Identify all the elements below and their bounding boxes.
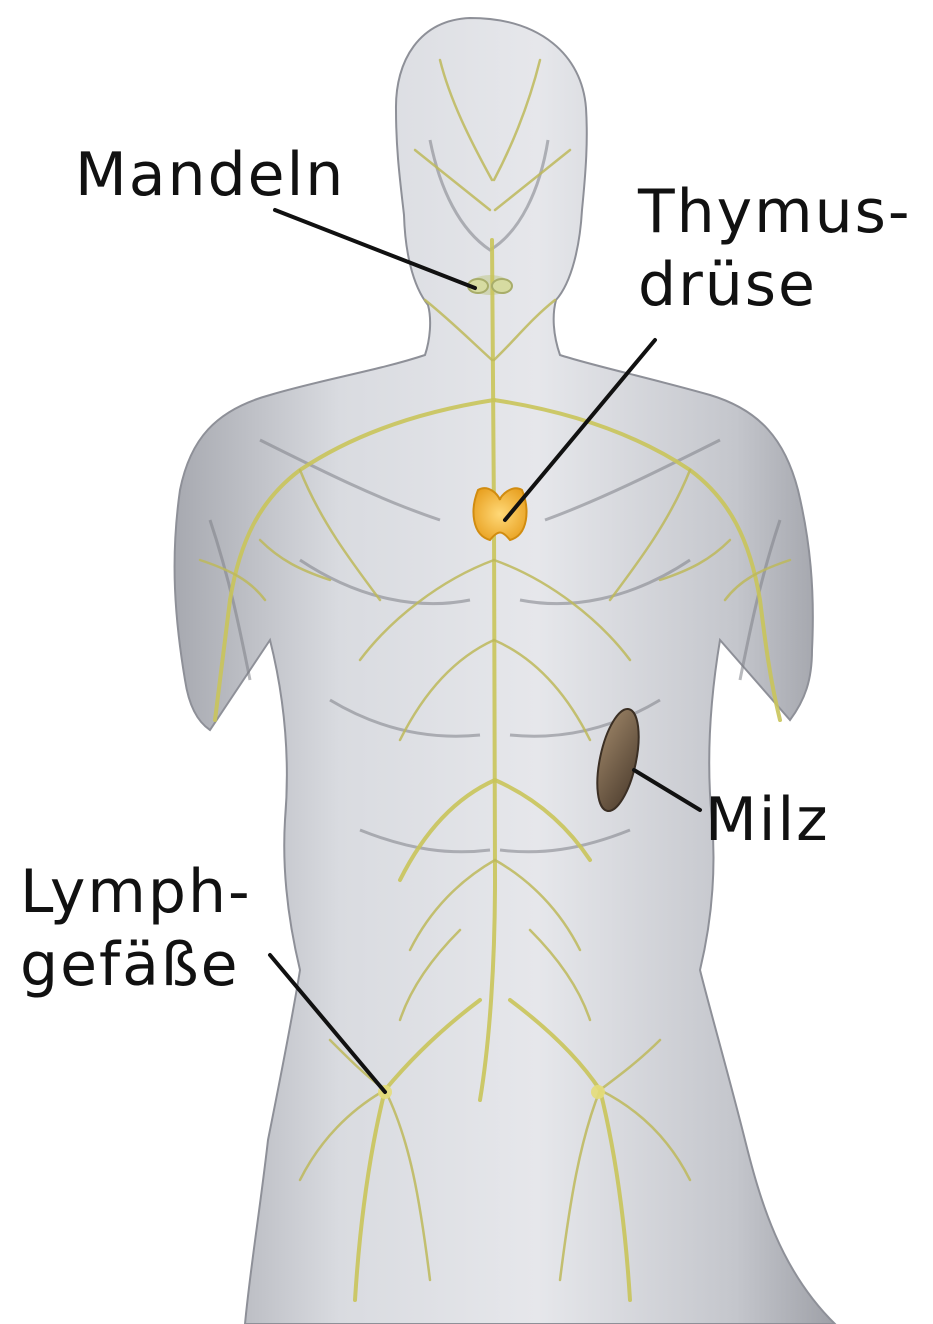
label-tonsils: Mandeln	[75, 140, 345, 210]
label-thymus-line1: Thymus-	[637, 177, 912, 247]
label-spleen: Milz	[705, 785, 830, 855]
label-thymus-line2: drüse	[638, 250, 817, 320]
label-lymph-line1: Lymph-	[20, 857, 252, 927]
label-lymph-line2: gefäße	[20, 930, 240, 1000]
